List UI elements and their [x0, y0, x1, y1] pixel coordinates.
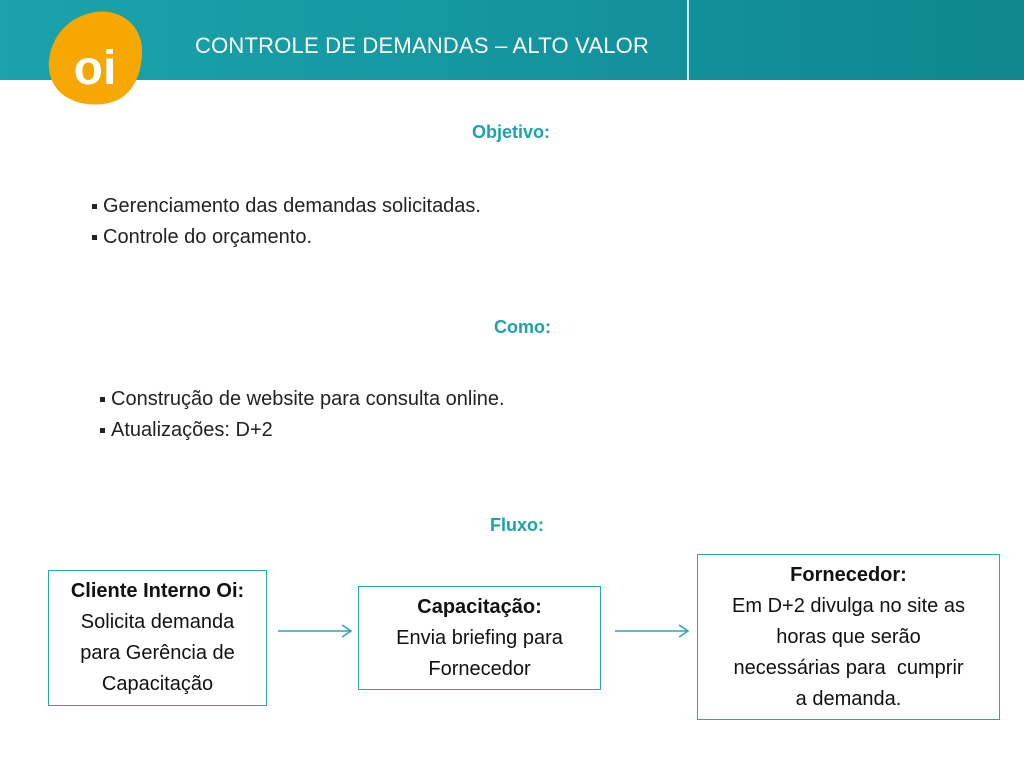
flow-box-line: Capacitação: [101, 673, 214, 695]
flow-box-fornecedor: Fornecedor: Em D+2 divulga no site as ho…: [697, 554, 1000, 720]
flow-box-capacitacao: Capacitação: Envia briefing para Fornece…: [358, 586, 601, 690]
list-item: Atualizações: D+2: [100, 415, 505, 446]
oi-logo-icon: oi: [48, 11, 143, 105]
list-item-text: Atualizações: D+2: [111, 419, 273, 441]
flow-box-line: necessárias para cumprir: [733, 656, 964, 679]
bullet-square-icon: [100, 397, 105, 402]
list-como: Construção de website para consulta onli…: [100, 384, 505, 446]
heading-fluxo: Fluxo:: [490, 515, 544, 535]
list-objetivo: Gerenciamento das demandas solicitadas. …: [92, 191, 481, 253]
flow-box-cliente-interno: Cliente Interno Oi: Solicita demanda par…: [48, 570, 267, 706]
flow-box-line: para Gerência de: [80, 642, 235, 664]
header-divider: [687, 0, 689, 80]
logo-text: oi: [74, 42, 117, 95]
flow-box-title: Cliente Interno Oi:: [70, 580, 245, 602]
list-item-text: Controle do orçamento.: [103, 226, 313, 248]
page-title: CONTROLE DE DEMANDAS – ALTO VALOR: [195, 33, 650, 58]
bullet-square-icon: [100, 428, 105, 433]
flow-box-line: Envia briefing para: [396, 626, 563, 649]
list-item: Gerenciamento das demandas solicitadas.: [92, 191, 481, 222]
flow-box-line: Solicita demanda: [80, 611, 235, 633]
bullet-square-icon: [92, 204, 97, 209]
header-bar: CONTROLE DE DEMANDAS – ALTO VALOR: [0, 0, 1024, 80]
flow-box-line: Fornecedor: [428, 657, 531, 680]
list-item-text: Construção de website para consulta onli…: [111, 388, 505, 410]
arrow-right-icon: [278, 624, 353, 638]
bullet-square-icon: [92, 235, 97, 240]
flow-box-title: Capacitação:: [417, 595, 542, 618]
flow-box-line: a demanda.: [795, 687, 902, 710]
arrow-right-icon: [615, 624, 690, 638]
list-item: Controle do orçamento.: [92, 222, 481, 253]
flow-box-line: horas que serão: [776, 625, 921, 648]
list-item-text: Gerenciamento das demandas solicitadas.: [103, 195, 481, 217]
flow-box-title: Fornecedor:: [790, 563, 907, 586]
heading-objetivo: Objetivo:: [472, 122, 551, 142]
list-item: Construção de website para consulta onli…: [100, 384, 505, 415]
heading-como: Como:: [494, 317, 551, 337]
flow-box-line: Em D+2 divulga no site as: [732, 594, 965, 617]
oi-logo: oi: [44, 6, 148, 108]
